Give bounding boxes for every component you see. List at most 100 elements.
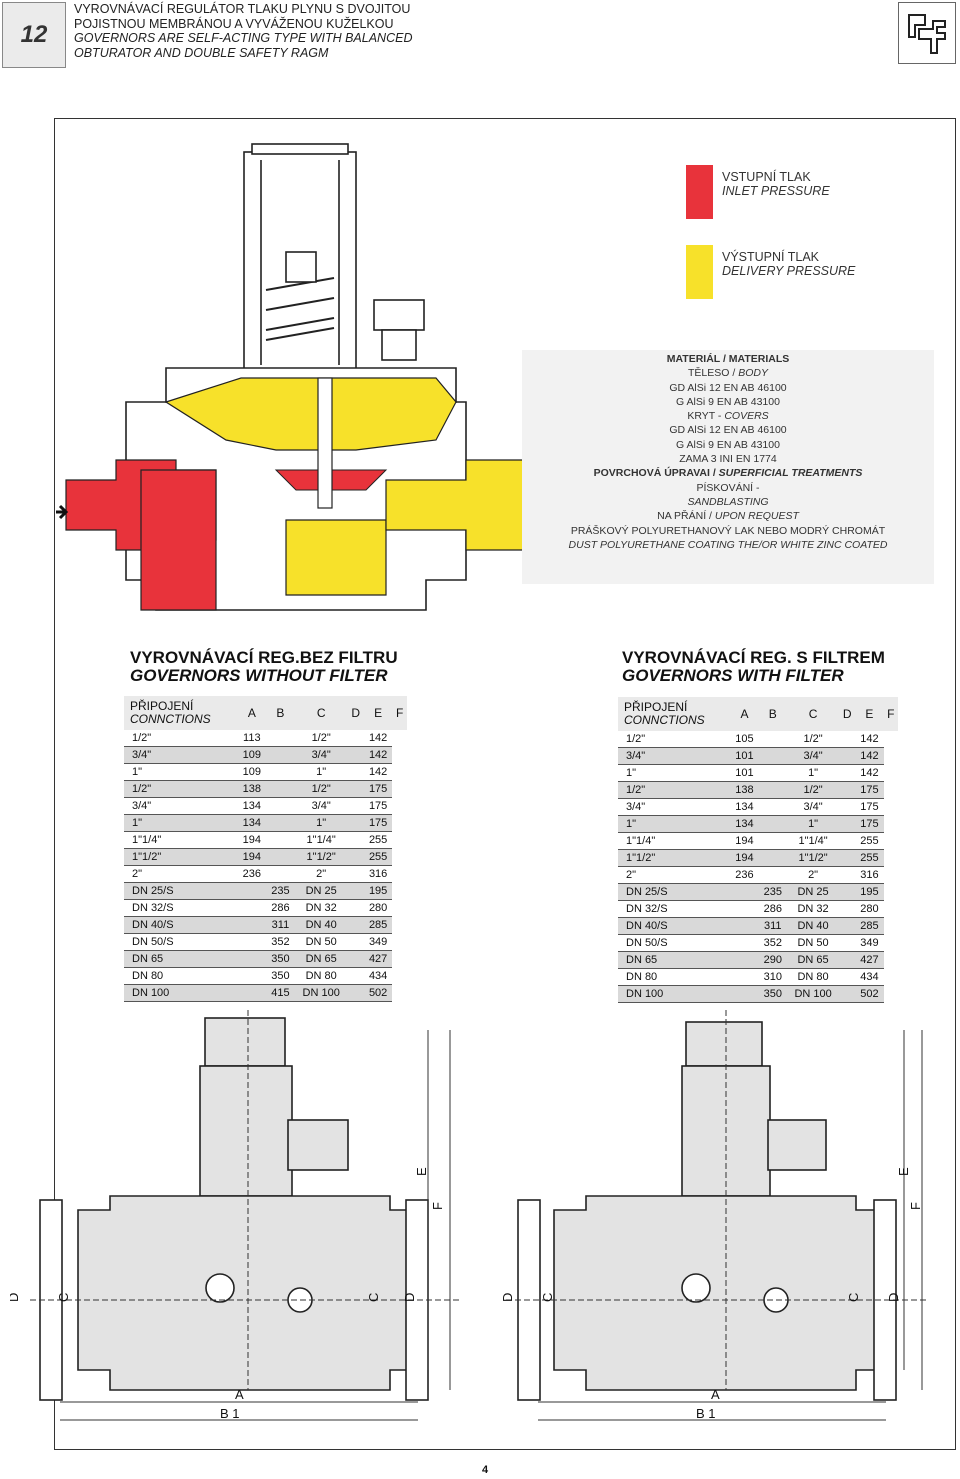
table-cell: DN 40/S xyxy=(124,916,238,934)
table-cell: 1" xyxy=(124,763,238,781)
table-cell: 350 xyxy=(266,967,295,985)
table-cell: 235 xyxy=(758,883,787,901)
table-cell xyxy=(237,967,267,985)
header-f: F xyxy=(392,696,407,730)
table-cell: 1/2" xyxy=(124,730,238,747)
table-cell xyxy=(839,985,856,1003)
table-cell: 1" xyxy=(618,764,731,782)
table-cell xyxy=(347,865,364,883)
table-cell xyxy=(839,917,856,935)
table-cell xyxy=(347,831,364,849)
table-cell: 310 xyxy=(758,968,787,986)
table-cell: 1"1/4" xyxy=(786,832,840,850)
table-cell: DN 40/S xyxy=(618,917,731,935)
table-cell xyxy=(839,968,856,986)
dim-label-e: E xyxy=(414,1167,429,1176)
table-cell: 236 xyxy=(730,866,759,884)
dim-label-a: A xyxy=(235,1387,244,1402)
covers-material-2: G AlSi 9 EN AB 43100 xyxy=(676,438,780,451)
table-cell: 3/4" xyxy=(124,746,238,764)
content-frame xyxy=(54,118,956,1450)
table-cell: 1/2" xyxy=(786,731,840,748)
table-cell: 109 xyxy=(237,746,267,764)
inlet-pressure-swatch xyxy=(686,165,713,219)
table-cell xyxy=(237,933,267,951)
header-c: C xyxy=(786,697,840,731)
table-cell: 2" xyxy=(618,866,731,884)
table-cell: 1/2" xyxy=(294,780,348,798)
header-a: A xyxy=(730,697,759,731)
header-title-cz-2: POJISTNOU MEMBRÁNOU A VYVÁŽENOU KUŽELKOU xyxy=(74,16,394,31)
header-e: E xyxy=(855,697,884,731)
materials-panel: MATERIÁL / MATERIALS TĚLESO / BODY GD Al… xyxy=(522,350,934,584)
table-cell xyxy=(758,866,787,884)
table-cell: 113 xyxy=(237,730,267,747)
table-cell: DN 100 xyxy=(786,985,840,1003)
table-cell xyxy=(839,951,856,969)
coating-cz: PRÁŠKOVÝ POLYURETHANOVÝ LAK NEBO MODRÝ C… xyxy=(570,524,886,537)
table-cell: DN 50/S xyxy=(618,934,731,952)
table-cell xyxy=(839,934,856,952)
delivery-pressure-label: VÝSTUPNÍ TLAK DELIVERY PRESSURE xyxy=(722,250,856,278)
table-cell xyxy=(839,731,856,748)
document-header: VYROVNÁVACÍ REGULÁTOR TLAKU PLYNU S DVOJ… xyxy=(74,2,412,60)
table-cell: 1" xyxy=(618,815,731,833)
outlet-chamber xyxy=(385,459,526,551)
table-cell: 175 xyxy=(363,814,393,832)
table-cell xyxy=(758,747,787,765)
table-cell xyxy=(839,849,856,867)
delivery-pressure-swatch xyxy=(686,245,713,299)
covers-label: KRYT - COVERS xyxy=(687,410,769,423)
header-a: A xyxy=(237,696,267,730)
table-cell: DN 100 xyxy=(294,984,348,1002)
table-cell: 142 xyxy=(855,731,884,748)
table-cell xyxy=(237,899,267,917)
table-right-title: VYROVNÁVACÍ REG. S FILTREM GOVERNORS WIT… xyxy=(622,648,885,685)
table-cell: 194 xyxy=(237,848,267,866)
dim-label-d2-right: D xyxy=(886,1293,901,1302)
table-cell: DN 65 xyxy=(294,950,348,968)
table-cell: 350 xyxy=(758,985,787,1003)
table-cell xyxy=(347,780,364,798)
header-b: B xyxy=(758,697,787,731)
inlet-pressure-label: VSTUPNÍ TLAK INLET PRESSURE xyxy=(722,170,830,198)
table-cell: 502 xyxy=(363,984,393,1002)
table-cell: DN 40 xyxy=(786,917,840,935)
table-cell: DN 80 xyxy=(124,967,238,985)
table-cell: 1" xyxy=(786,815,840,833)
covers-material-3: ZAMA 3 INI EN 1774 xyxy=(679,453,777,466)
table-cell: 194 xyxy=(730,832,759,850)
table-cell: 1" xyxy=(294,814,348,832)
table-cell: 1" xyxy=(786,764,840,782)
table-cell: 3/4" xyxy=(294,797,348,815)
table-cell: DN 32 xyxy=(786,900,840,918)
table-cell: 2" xyxy=(124,865,238,883)
page-number: 4 xyxy=(481,1464,489,1476)
table-cell: DN 50 xyxy=(294,933,348,951)
table-cell xyxy=(758,849,787,867)
table-cell: DN 32/S xyxy=(618,900,731,918)
table-cell xyxy=(839,866,856,884)
table-cell: 101 xyxy=(730,764,759,782)
table-cell: DN 32 xyxy=(294,899,348,917)
header-d: D xyxy=(839,697,856,731)
delivery-chamber-lower xyxy=(285,519,387,596)
table-cell: 1"1/2" xyxy=(786,849,840,867)
table-cell: 311 xyxy=(266,916,295,934)
table-cell xyxy=(266,848,295,866)
table-cell xyxy=(839,798,856,816)
table-cell: 255 xyxy=(363,848,393,866)
table-cell: 1/2" xyxy=(786,781,840,799)
table-cell: 142 xyxy=(363,730,393,747)
